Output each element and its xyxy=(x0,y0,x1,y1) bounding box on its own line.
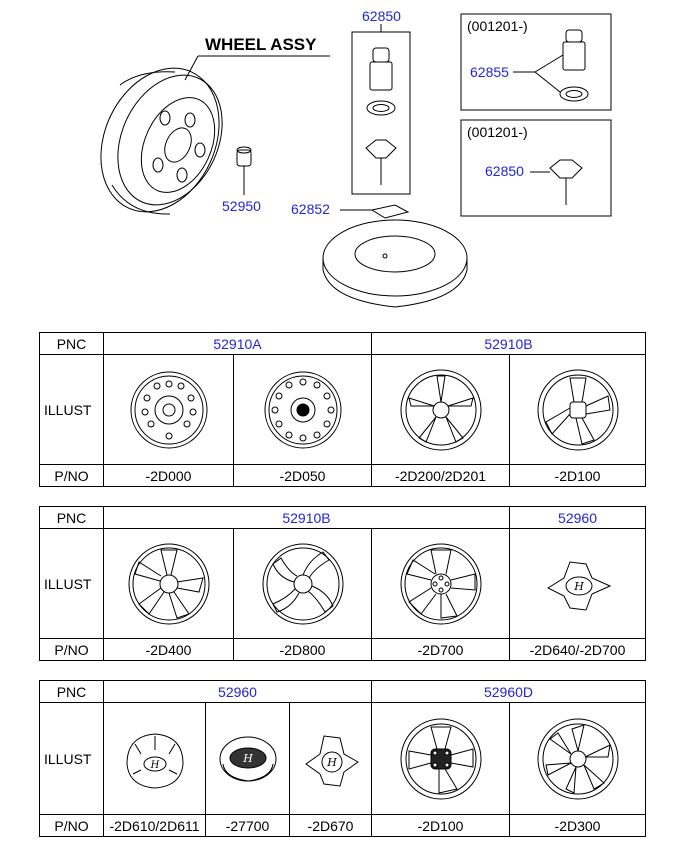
pnc-group[interactable]: 52910B xyxy=(371,332,646,355)
alloy-wheel-icon xyxy=(400,543,481,624)
alloy-wheel-icon xyxy=(400,718,481,799)
exploded-diagram: WHEEL ASSY 62850 52950 62852 (001201-) 6… xyxy=(0,0,679,330)
illust-cell xyxy=(371,354,510,465)
parts-table-2: PNC 52910B 52960 ILLUST xyxy=(39,506,647,661)
svg-text:H: H xyxy=(242,752,253,765)
illust-cell xyxy=(103,528,234,639)
illust-cell xyxy=(370,528,511,639)
center-cap-icon: H xyxy=(546,560,611,611)
illust-cell xyxy=(508,702,647,815)
center-cap-icon: H xyxy=(304,734,359,787)
callout-62850-box[interactable]: 62850 xyxy=(485,163,524,179)
part-number[interactable]: -2D000 xyxy=(103,464,234,487)
alloy-wheel-icon xyxy=(537,369,618,450)
pnc-group[interactable]: 52960 xyxy=(103,680,372,703)
illust-cell xyxy=(233,354,372,465)
part-number[interactable]: -2D700 xyxy=(370,638,511,661)
pno-label: P/NO xyxy=(39,638,104,661)
bolt-cap-icon xyxy=(559,29,589,102)
illust-cell xyxy=(103,354,234,465)
illust-cell xyxy=(233,528,372,639)
pnc-label: PNC xyxy=(39,680,104,703)
part-number[interactable]: -2D800 xyxy=(233,638,372,661)
emblem-icon: H xyxy=(219,736,276,782)
pnc-group[interactable]: 52910B xyxy=(102,506,511,529)
diagram-drawing xyxy=(100,13,612,308)
illust-cell: H xyxy=(103,702,206,815)
alloy-wheel-icon xyxy=(400,369,481,450)
steel-wheel-icon xyxy=(130,371,207,448)
alloy-wheel-icon xyxy=(128,543,209,624)
pno-label: P/NO xyxy=(39,814,104,837)
spare-wheel-bolt-parts-icon xyxy=(365,47,397,185)
lug-nut-icon xyxy=(236,146,252,167)
pnc-group[interactable]: 52960 xyxy=(509,506,647,529)
parts-table-3: PNC 52960 52960D ILLUST H H xyxy=(39,680,647,837)
part-number[interactable]: -2D610/2D611 xyxy=(103,814,206,837)
range-label-2: (001201-) xyxy=(467,124,528,140)
svg-text:H: H xyxy=(573,580,584,593)
part-number[interactable]: -27700 xyxy=(205,814,290,837)
pnc-label: PNC xyxy=(39,332,104,355)
part-number[interactable]: -2D300 xyxy=(508,814,647,837)
callout-62850-top[interactable]: 62850 xyxy=(362,8,401,24)
illust-cell: H xyxy=(289,702,372,815)
alloy-wheel-icon xyxy=(537,718,618,799)
part-number[interactable]: -2D640/-2D700 xyxy=(509,638,647,661)
illust-cell: H xyxy=(205,702,290,815)
illust-label: ILLUST xyxy=(39,354,104,465)
alloy-wheel-icon xyxy=(262,543,343,624)
part-number[interactable]: -2D050 xyxy=(233,464,372,487)
part-number[interactable]: -2D100 xyxy=(371,814,510,837)
parts-table-1: PNC 52910A 52910B ILLUST xyxy=(39,332,646,487)
callout-62855[interactable]: 62855 xyxy=(470,64,509,80)
pnc-label: PNC xyxy=(39,506,104,529)
illust-cell: H xyxy=(509,528,647,639)
spare-tire-icon xyxy=(322,204,468,308)
part-number[interactable]: -2D400 xyxy=(103,638,234,661)
svg-text:H: H xyxy=(149,760,159,771)
range-label-1: (001201-) xyxy=(467,18,528,34)
illust-label: ILLUST xyxy=(39,702,104,815)
illust-cell xyxy=(509,354,646,465)
callout-52950[interactable]: 52950 xyxy=(222,198,261,214)
wheel-assy-icon xyxy=(100,67,223,215)
pnc-group[interactable]: 52910A xyxy=(103,332,372,355)
part-number[interactable]: -2D670 xyxy=(289,814,372,837)
callout-62852[interactable]: 62852 xyxy=(291,201,330,217)
pnc-group[interactable]: 52960D xyxy=(370,680,647,703)
steel-wheel-icon xyxy=(264,371,341,448)
part-number[interactable]: -2D200/2D201 xyxy=(371,464,510,487)
svg-text:H: H xyxy=(326,756,337,769)
illust-cell xyxy=(371,702,510,815)
hub-cap-icon: H xyxy=(125,732,184,789)
wing-bolt-icon xyxy=(549,159,583,205)
illust-label: ILLUST xyxy=(39,528,104,639)
wheel-assy-title: WHEEL ASSY xyxy=(205,35,317,54)
pno-label: P/NO xyxy=(39,464,104,487)
part-number[interactable]: -2D100 xyxy=(509,464,646,487)
